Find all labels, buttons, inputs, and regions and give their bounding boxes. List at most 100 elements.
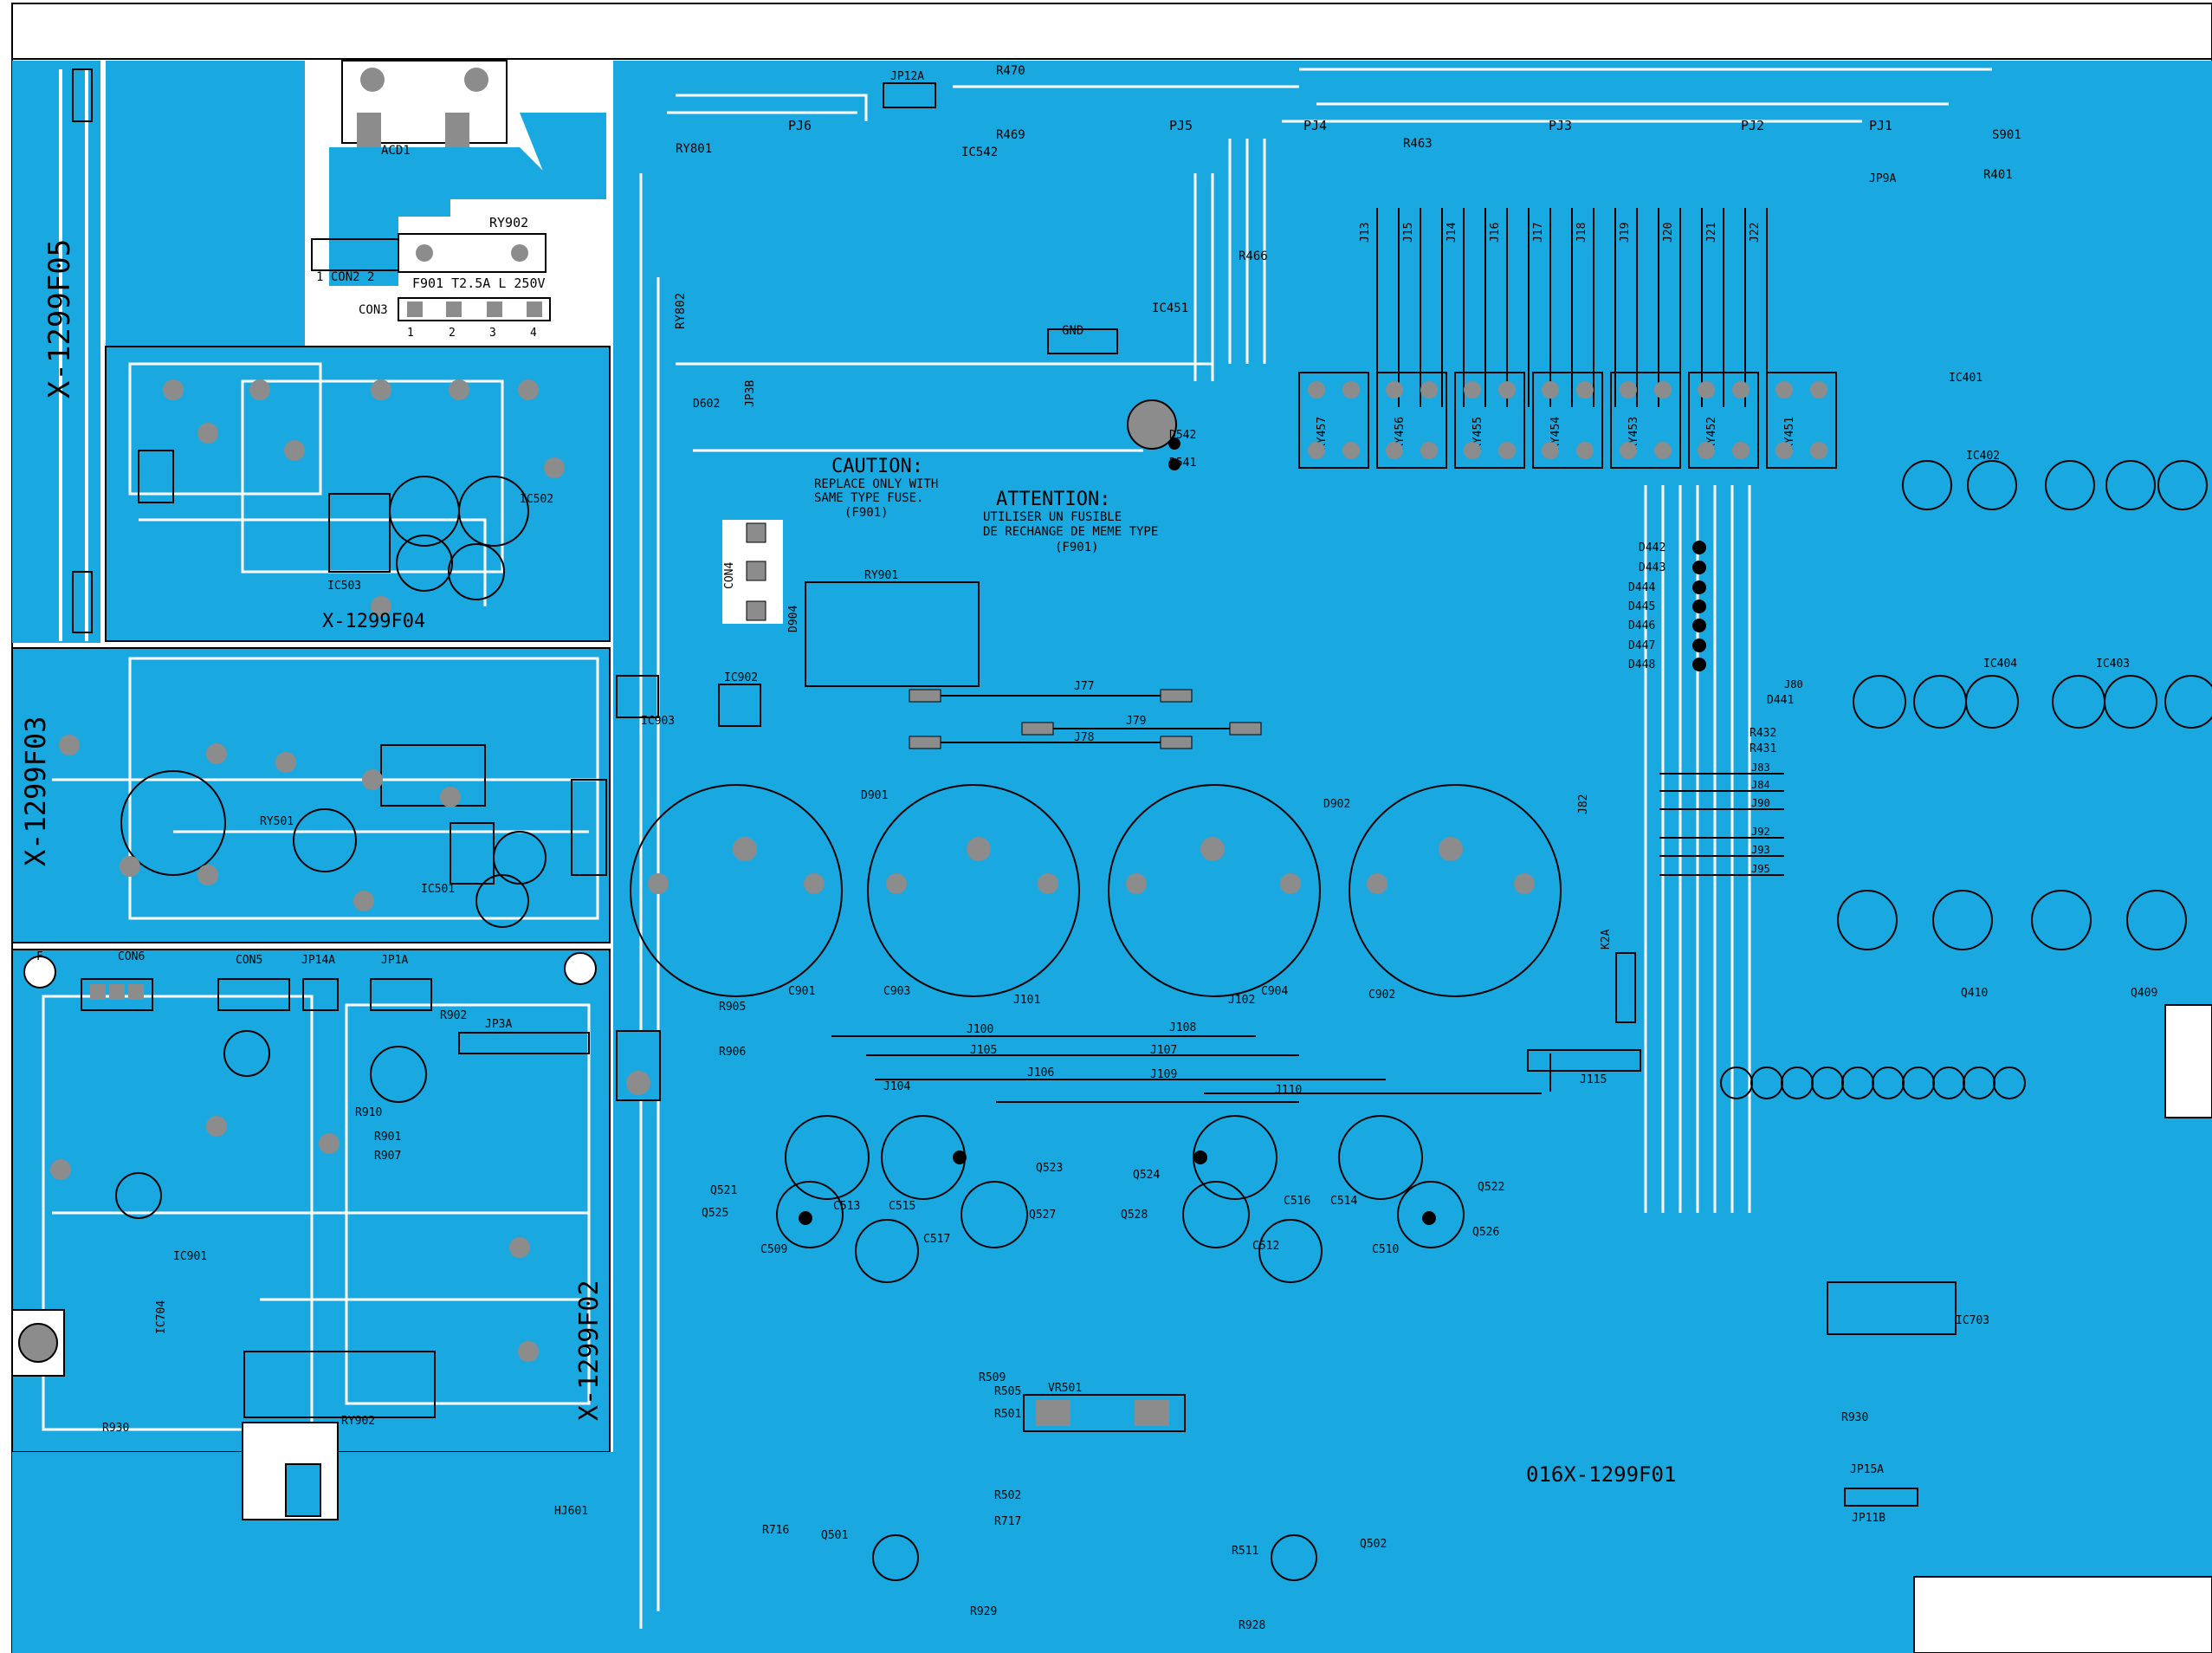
con3-pin-1: 1 [407,327,414,340]
transistor-q522: Q522 [1478,1181,1504,1194]
relay-ry501: RY501 [260,815,294,828]
cap-c510: C510 [1372,1243,1399,1256]
con3-pin-3: 3 [489,327,496,340]
transistor-q525: Q525 [702,1207,728,1220]
jumper-j22: J22 [1749,223,1762,243]
jumper-j101: J101 [1013,994,1040,1007]
resistor-r505: R716 [762,1524,789,1537]
caution-ref: (F901) [844,506,889,520]
transistor-q523: Q523 [1036,1162,1063,1175]
header-pj5: PJ5 [1169,118,1193,133]
resistor-r907: R907 [374,1150,401,1163]
jumper-j108: J108 [1169,1021,1196,1034]
mount-f-label: F [36,950,43,963]
header-jp12a: JP12A [890,70,924,83]
cap-c904: C904 [1261,985,1288,998]
caution-line-1: REPLACE ONLY WITH [814,477,938,491]
jumper-j17: J17 [1532,223,1545,243]
ic-ic451: IC451 [1152,301,1188,315]
jumper-j109: J109 [1150,1068,1177,1081]
jumper-j90: J90 [1751,797,1770,809]
header-jp1a: JP1A [381,954,408,967]
attention-title: ATTENTION: [996,489,1110,510]
header-jp11b: JP11B [1852,1512,1885,1525]
resistor-r463: R463 [1403,137,1433,151]
board-label-f04: X-1299F04 [322,611,425,632]
resistor-r906: R906 [719,1046,746,1059]
resistor-r717: R930 [1841,1411,1868,1424]
switch-s401: S901 [1992,128,2021,142]
jumper-j115: J115 [1580,1073,1607,1086]
attention-line-1: UTILISER UN FUSIBLE [983,510,1122,524]
con3-label: CON3 [359,303,388,317]
resistor-r901: R901 [374,1131,401,1144]
resistor-r910: R910 [355,1106,382,1119]
board-label-f05: X-1299F05 [42,239,77,399]
jumper-j100: J100 [967,1023,993,1036]
resistor-r432: R432 [1750,727,1776,740]
ic-ic901: IC901 [173,1250,207,1263]
diode-d445: D445 [1628,600,1655,613]
ic-ic503: IC503 [327,580,361,593]
jumper-j20: J20 [1662,223,1675,243]
board-label-f01: 016X-1299F01 [1526,1462,1676,1487]
resistor-r521: R505 [994,1385,1021,1398]
caution-title: CAUTION: [831,456,923,477]
fuse-label: F901 T2.5A L 250V [412,276,546,291]
jack-hj601: HJ601 [554,1505,588,1518]
transistor-q410: Q410 [1961,987,1988,1000]
cap-c509: C509 [760,1243,787,1256]
jumper-j93: J93 [1751,844,1770,856]
diode-d442: D442 [1639,541,1665,554]
ic-ic402: IC402 [1966,450,2000,463]
jumper-j80: J80 [1784,678,1803,690]
jumper-j107: J107 [1150,1044,1177,1057]
relay-ry452: RY451 [1783,417,1796,451]
resistor-r511: R502 [994,1489,1021,1502]
header-jp9a: JP9A [1869,172,1896,185]
resistor-r502: R928 [1239,1619,1265,1632]
header-pj6: PJ6 [788,118,812,133]
cap-c903: C903 [883,985,910,998]
ic-ic703: IC703 [1956,1314,1989,1327]
attention-line-2: DE RECHANGE DE MEME TYPE [983,525,1158,539]
jumper-j84: J84 [1751,779,1770,791]
con6-label: CON6 [118,950,145,963]
jumper-j21: J21 [1705,223,1718,243]
diode-d446: D446 [1628,619,1655,632]
attention-ref: (F901) [1055,541,1099,554]
relay-ry456: RY455 [1471,417,1484,451]
con2-label: 1 CON2 2 [316,270,374,284]
diode-d447: D447 [1628,639,1655,652]
resistor-r902: R902 [440,1009,467,1022]
ic-ic403: IC403 [2096,658,2130,671]
resistor-r515: R501 [994,1408,1021,1421]
transistor-q524: Q524 [1133,1169,1160,1182]
jumper-k29: K2A [1600,929,1613,950]
board-x1299f04: X-1299F04 IC503 IC502 [105,346,611,642]
diode-d443: D443 [1639,561,1665,574]
diode-d441: D441 [1767,694,1794,707]
cap-c514: C514 [1330,1195,1357,1208]
board-x1299f03: X-1299F03 RY501 IC501 [11,647,611,943]
caution-line-2: SAME TYPE FUSE. [814,491,923,505]
transistor-q502: Q502 [1360,1538,1387,1551]
ic-ic401: IC401 [1949,372,1982,385]
board-x1299f05: X-1299F05 [12,61,305,643]
acd1-label: ACD1 [381,144,411,158]
jumper-j19: J19 [1619,223,1632,243]
board-x1299f02: CON6 CON5 JP1A JP14A JP3A R902 R901 R907… [11,949,611,1453]
header-pj2: PJ2 [1741,118,1764,133]
board-x1299f01: J13 J15 J14 J16 J17 J18 J19 J20 J21 J22 … [613,61,2212,1653]
switch-s901: RY902 [341,1415,375,1428]
con3-pin-4: 4 [530,327,537,340]
jumper-j110: J110 [1275,1084,1302,1097]
resistor-r509: R717 [994,1515,1021,1528]
diode-d901: D901 [861,789,888,802]
board-label-f02: X-1299F02 [574,1280,605,1421]
jumper-j16: J16 [1489,223,1502,243]
con3-pin-2: 2 [449,327,456,340]
cap-c901: C901 [788,985,815,998]
diode-d902: D902 [1323,798,1350,811]
